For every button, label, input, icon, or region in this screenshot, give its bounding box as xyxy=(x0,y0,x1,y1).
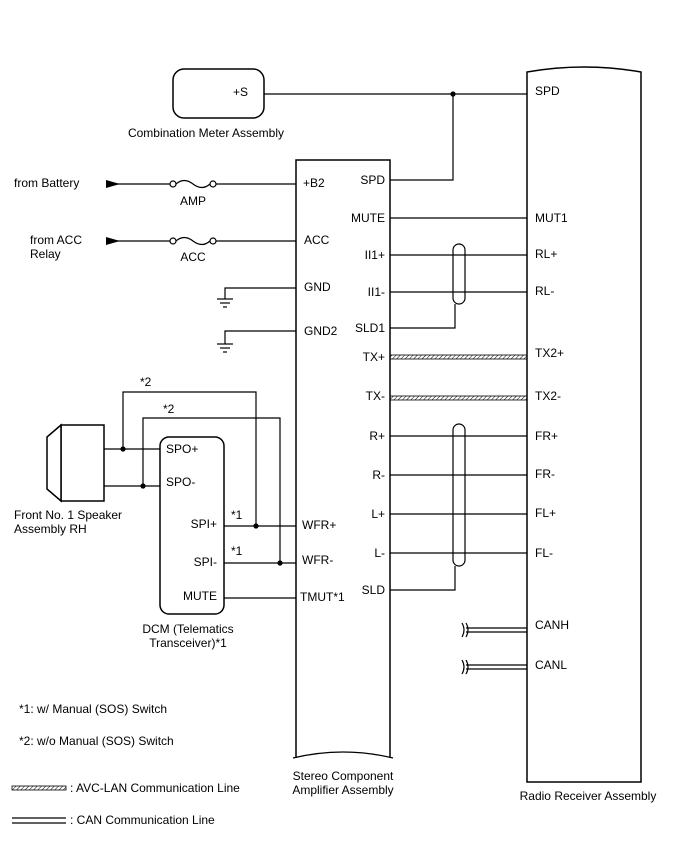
source-battery: from Battery xyxy=(14,176,79,190)
fuse-amp-element xyxy=(175,179,211,189)
radio-pin-fl-plus: FL+ xyxy=(535,506,556,520)
wire-gnd2 xyxy=(224,330,296,344)
amp-pin-l-minus: L- xyxy=(374,546,385,560)
fuse-amp-terminal-a xyxy=(169,180,177,188)
dcm-pin-spi-minus: SPI- xyxy=(194,555,217,569)
note-star2-upper: *2 xyxy=(140,375,152,389)
radio-pin-canl: CANL xyxy=(535,658,567,672)
amp-pin-wfr-plus: WFR+ xyxy=(302,518,336,532)
ground-symbol-gnd xyxy=(217,298,233,308)
avc-lan-tx-minus xyxy=(389,395,528,401)
dcm-pin-mute: MUTE xyxy=(183,589,217,603)
amp-pin-acc: ACC xyxy=(304,233,330,247)
can-line-canl xyxy=(461,659,527,675)
dcm-pin-spi-plus: SPI+ xyxy=(191,517,217,531)
radio-receiver-label: Radio Receiver Assembly xyxy=(520,789,657,803)
source-acc-relay-line2: Relay xyxy=(30,247,61,261)
radio-pin-fl-minus: FL- xyxy=(535,546,553,560)
can-line-canh xyxy=(461,622,527,638)
dcm-label-line1: DCM (Telematics xyxy=(142,622,233,636)
fuse-acc-label: ACC xyxy=(180,250,206,264)
dcm-pin-spo-plus: SPO+ xyxy=(166,442,198,456)
legend-avc-lan-label: : AVC-LAN Communication Line xyxy=(70,781,240,795)
amplifier-label-line1: Stereo Component xyxy=(293,769,394,783)
arrow-acc-relay xyxy=(106,237,120,245)
amp-pin-l-plus: L+ xyxy=(371,507,385,521)
amplifier-box xyxy=(295,159,391,758)
avc-lan-tx-plus xyxy=(389,354,528,360)
amp-pin-b2: +B2 xyxy=(303,176,325,190)
wire-bypass-plus xyxy=(122,391,257,526)
arrow-battery xyxy=(106,180,120,188)
shield-front xyxy=(452,423,466,567)
radio-pin-fr-minus: FR- xyxy=(535,467,555,481)
combination-meter-pin-s: +S xyxy=(233,85,248,99)
radio-pin-tx2-plus: TX2+ xyxy=(535,346,564,360)
amplifier-box-break xyxy=(292,751,394,759)
amp-pin-ii1-minus: II1- xyxy=(368,285,385,299)
legend-avc-lan-symbol xyxy=(11,785,67,791)
note-star1-lower: *1 xyxy=(231,544,243,558)
amp-pin-gnd: GND xyxy=(304,280,331,294)
combination-meter-box xyxy=(172,68,265,119)
source-acc-relay-line1: from ACC xyxy=(30,233,82,247)
speaker-label-line1: Front No. 1 Speaker xyxy=(14,508,122,522)
radio-pin-rl-minus: RL- xyxy=(535,284,554,298)
fuse-acc-terminal-a xyxy=(169,237,177,245)
splice-wfr-minus xyxy=(277,560,283,566)
amplifier-label-line2: Amplifier Assembly xyxy=(292,783,393,797)
amp-pin-r-minus: R- xyxy=(372,468,385,482)
dcm-pin-spo-minus: SPO- xyxy=(166,475,195,489)
radio-pin-canh: CANH xyxy=(535,618,569,632)
fuse-acc-terminal-b xyxy=(209,237,217,245)
amp-pin-sld1: SLD1 xyxy=(355,321,385,335)
amp-pin-mute: MUTE xyxy=(351,211,385,225)
footnote-1: *1: w/ Manual (SOS) Switch xyxy=(19,702,167,716)
fuse-acc-element xyxy=(175,236,211,246)
dcm-label-line2: Transceiver)*1 xyxy=(149,636,227,650)
amp-pin-sld: SLD xyxy=(362,583,386,597)
amp-pin-wfr-minus: WFR- xyxy=(302,553,333,567)
wire-bypass-minus xyxy=(142,417,281,563)
radio-pin-fr-plus: FR+ xyxy=(535,429,558,443)
amp-pin-tx-minus: TX- xyxy=(366,389,385,403)
legend-can-symbol xyxy=(12,817,66,824)
radio-pin-mut1: MUT1 xyxy=(535,211,568,225)
combination-meter-label: Combination Meter Assembly xyxy=(128,126,284,140)
note-star1-upper: *1 xyxy=(231,508,243,522)
fuse-amp-terminal-b xyxy=(209,180,217,188)
footnote-2: *2: w/o Manual (SOS) Switch xyxy=(19,734,174,748)
radio-pin-spd: SPD xyxy=(535,84,560,98)
wire-sld xyxy=(390,566,456,591)
radio-receiver-box xyxy=(526,66,642,783)
note-star2-lower: *2 xyxy=(163,402,175,416)
amp-pin-spd: SPD xyxy=(360,173,385,187)
fuse-amp-label: AMP xyxy=(180,194,206,208)
ground-symbol-gnd2 xyxy=(217,343,233,353)
amp-pin-r-plus: R+ xyxy=(369,429,385,443)
radio-pin-tx2-minus: TX2- xyxy=(535,389,561,403)
shield-rl xyxy=(452,243,466,305)
amp-pin-tx-plus: TX+ xyxy=(363,350,385,364)
speaker-icon xyxy=(46,423,105,503)
legend-can-label: : CAN Communication Line xyxy=(70,813,215,827)
wire-amp-spd xyxy=(390,94,454,181)
splice-wfr-plus xyxy=(253,523,259,529)
wire-sld1 xyxy=(390,304,456,329)
wire-gnd xyxy=(224,287,296,299)
speaker-label-line2: Assembly RH xyxy=(14,522,87,536)
amp-pin-tmut: TMUT*1 xyxy=(300,590,345,604)
radio-pin-rl-plus: RL+ xyxy=(535,247,557,261)
amp-pin-gnd2: GND2 xyxy=(304,324,338,338)
amp-pin-ii1-plus: II1+ xyxy=(365,248,385,262)
